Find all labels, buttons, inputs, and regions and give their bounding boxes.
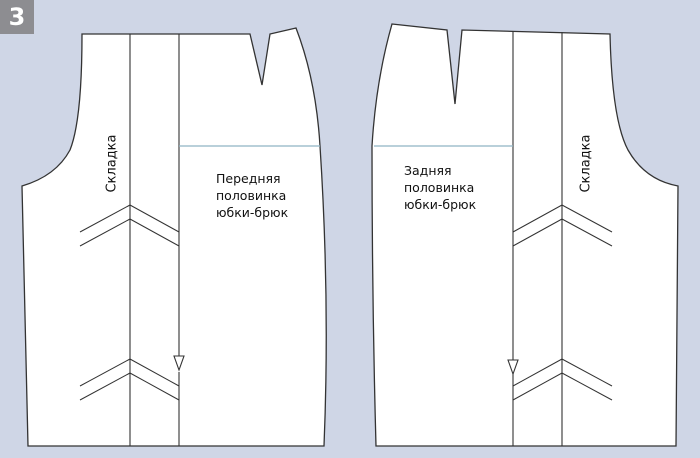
front-grain-arrow (173, 355, 185, 372)
back-piece (371, 23, 679, 447)
back-fold-label: Складка (578, 134, 594, 193)
front-piece (21, 27, 327, 447)
back-piece-outline (371, 23, 679, 447)
figure-number-badge: 3 (0, 0, 34, 34)
back-grain-arrow (507, 359, 519, 376)
front-title-line-2: половинка (216, 188, 287, 203)
front-chevron-lower-1 (79, 358, 180, 387)
back-chevron-upper-1 (512, 204, 613, 233)
front-title-line-1: Передняя (216, 171, 281, 186)
back-chevron-upper-2 (512, 218, 613, 247)
front-chevron-upper-2 (79, 218, 180, 247)
back-title-line-1: Задняя (404, 163, 452, 178)
back-piece-title: Задняя половинка юбки-брюк (404, 162, 476, 213)
back-chevron-lower-1 (512, 358, 613, 387)
front-piece-outline (21, 27, 327, 447)
front-piece-title: Передняя половинка юбки-брюк (216, 170, 288, 221)
front-chevron-lower-2 (79, 372, 180, 401)
back-title-line-2: половинка (404, 180, 475, 195)
back-chevron-lower-2 (512, 372, 613, 401)
front-chevron-upper-1 (79, 204, 180, 233)
back-title-line-3: юбки-брюк (404, 197, 477, 212)
front-fold-label: Складка (104, 134, 120, 193)
front-title-line-3: юбки-брюк (216, 205, 289, 220)
